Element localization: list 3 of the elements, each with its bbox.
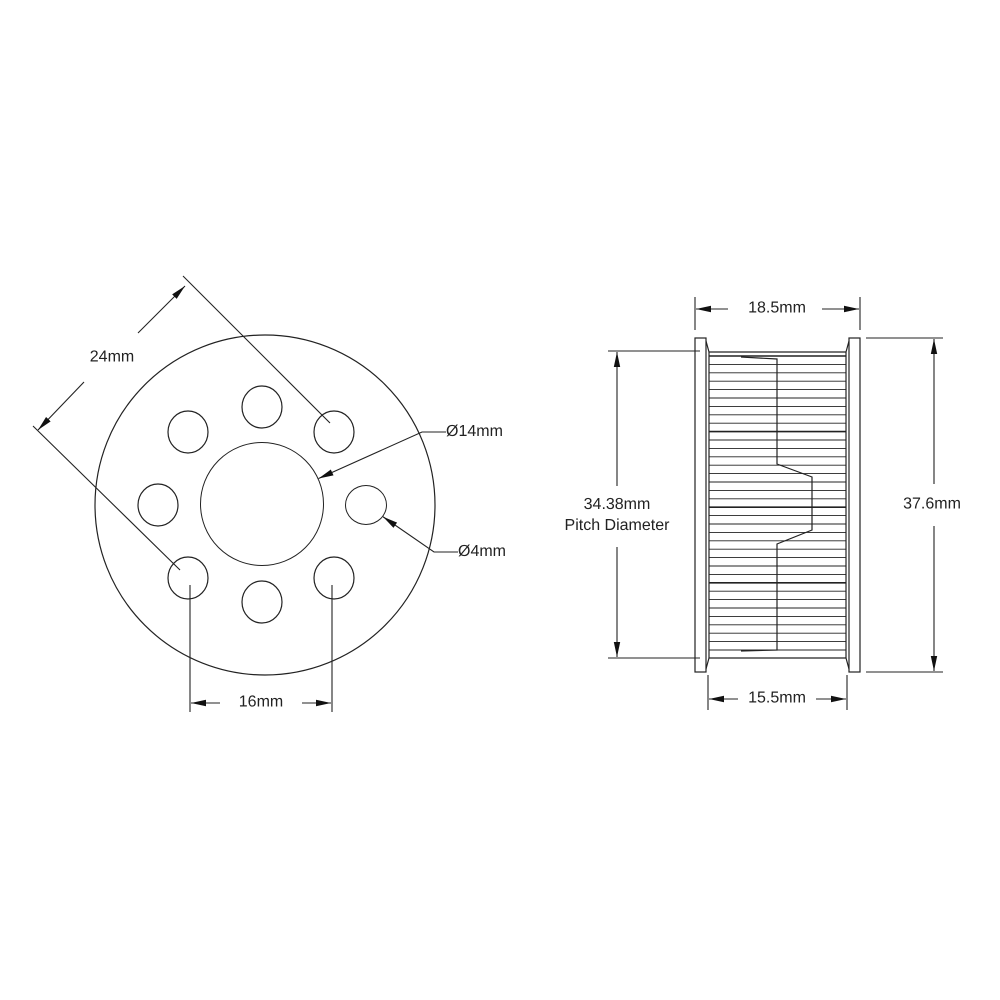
leader-line <box>318 431 446 480</box>
mounting-hole <box>345 485 387 525</box>
leader-line <box>382 516 458 553</box>
